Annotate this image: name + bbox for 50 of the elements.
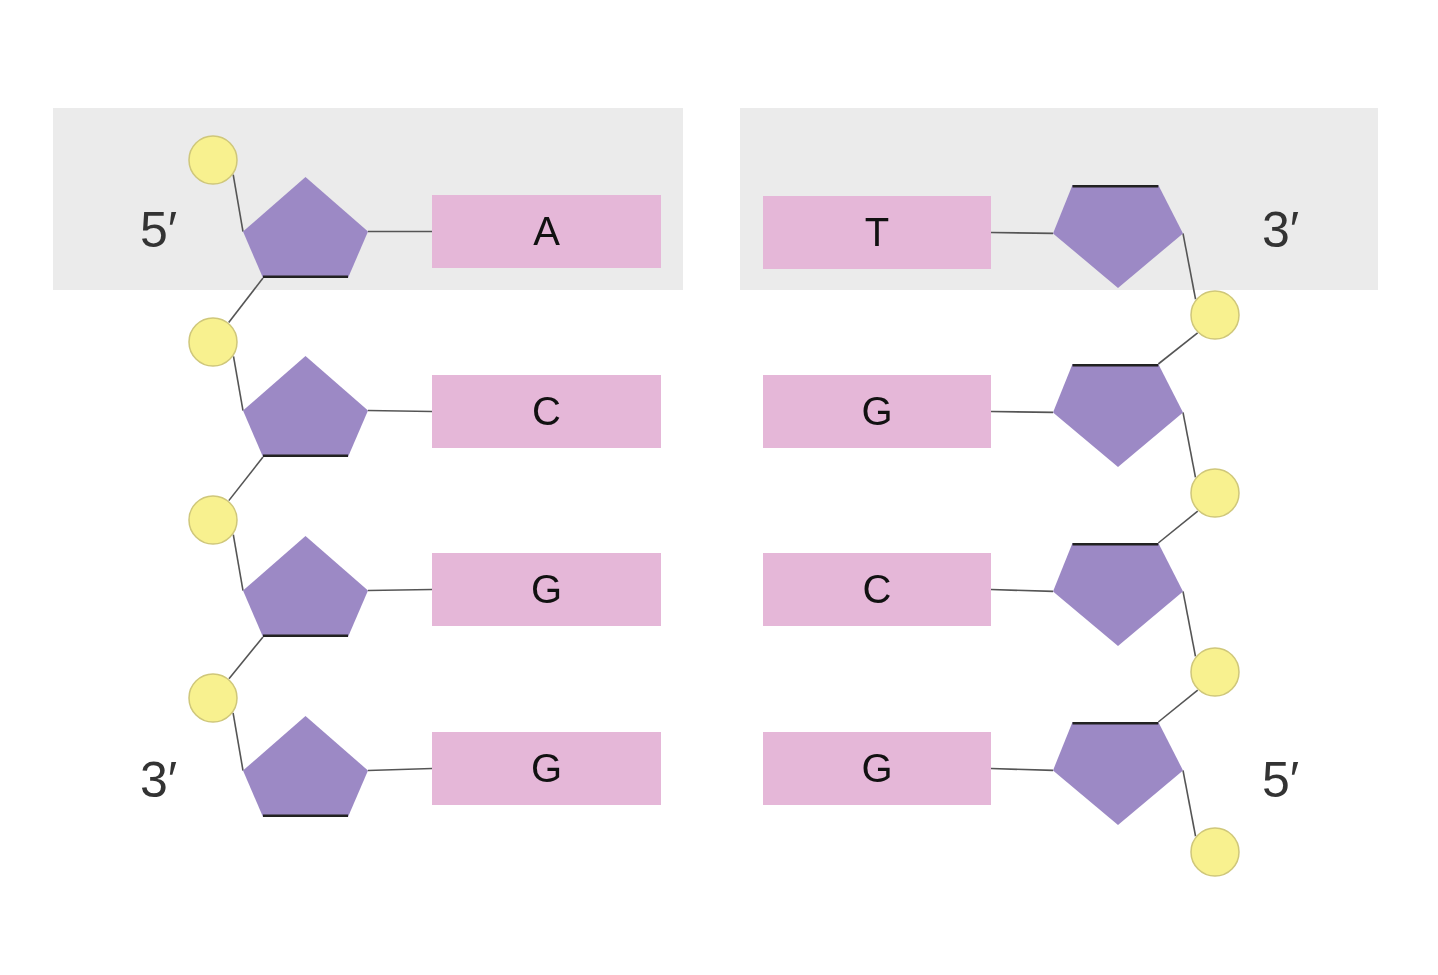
connector-line [1182, 590, 1197, 658]
sugar-pentagon [1053, 722, 1183, 825]
phosphate-circle [188, 673, 238, 723]
connector-line [228, 636, 264, 680]
base-box: C [432, 375, 661, 448]
sugar-pentagon [243, 177, 368, 278]
connector-line [1182, 232, 1197, 301]
sugar-pentagon [243, 356, 368, 457]
strand-end-label: 5′ [140, 205, 178, 255]
phosphate-circle [1190, 647, 1240, 697]
phosphate-circle [188, 317, 238, 367]
connector-line [232, 533, 244, 592]
connector-line [367, 588, 433, 592]
phosphate-circle [1190, 468, 1240, 518]
connector-line [990, 231, 1054, 235]
connector-line [367, 409, 433, 413]
phosphate-circle [188, 495, 238, 545]
connector-line [232, 712, 244, 772]
strand-end-label: 5′ [1262, 755, 1300, 805]
connector-line [1182, 769, 1197, 838]
connector-line [990, 410, 1054, 414]
connector-line [232, 173, 244, 233]
phosphate-circle [1190, 827, 1240, 877]
connector-line [227, 277, 264, 324]
base-box: G [763, 375, 991, 448]
connector-line [990, 588, 1054, 593]
connector-line [1182, 411, 1197, 479]
connector-line [367, 767, 433, 772]
connector-line [367, 230, 433, 233]
connector-line [1157, 510, 1199, 544]
sugar-pentagon [1053, 185, 1183, 288]
base-box: C [763, 553, 991, 626]
connector-line [1157, 332, 1199, 365]
base-box: G [763, 732, 991, 805]
phosphate-circle [188, 135, 238, 185]
base-box: T [763, 196, 991, 269]
sugar-pentagon [243, 536, 368, 637]
base-box: G [432, 732, 661, 805]
connector-line [232, 355, 244, 412]
connector-line [990, 767, 1054, 772]
phosphate-circle [1190, 290, 1240, 340]
connector-line [1157, 689, 1199, 723]
strand-end-label: 3′ [1262, 205, 1300, 255]
sugar-pentagon [1053, 364, 1183, 467]
strand-end-label: 3′ [140, 755, 178, 805]
connector-line [228, 456, 264, 502]
sugar-pentagon [243, 716, 368, 817]
base-box: A [432, 195, 661, 268]
sugar-pentagon [1053, 543, 1183, 646]
base-box: G [432, 553, 661, 626]
